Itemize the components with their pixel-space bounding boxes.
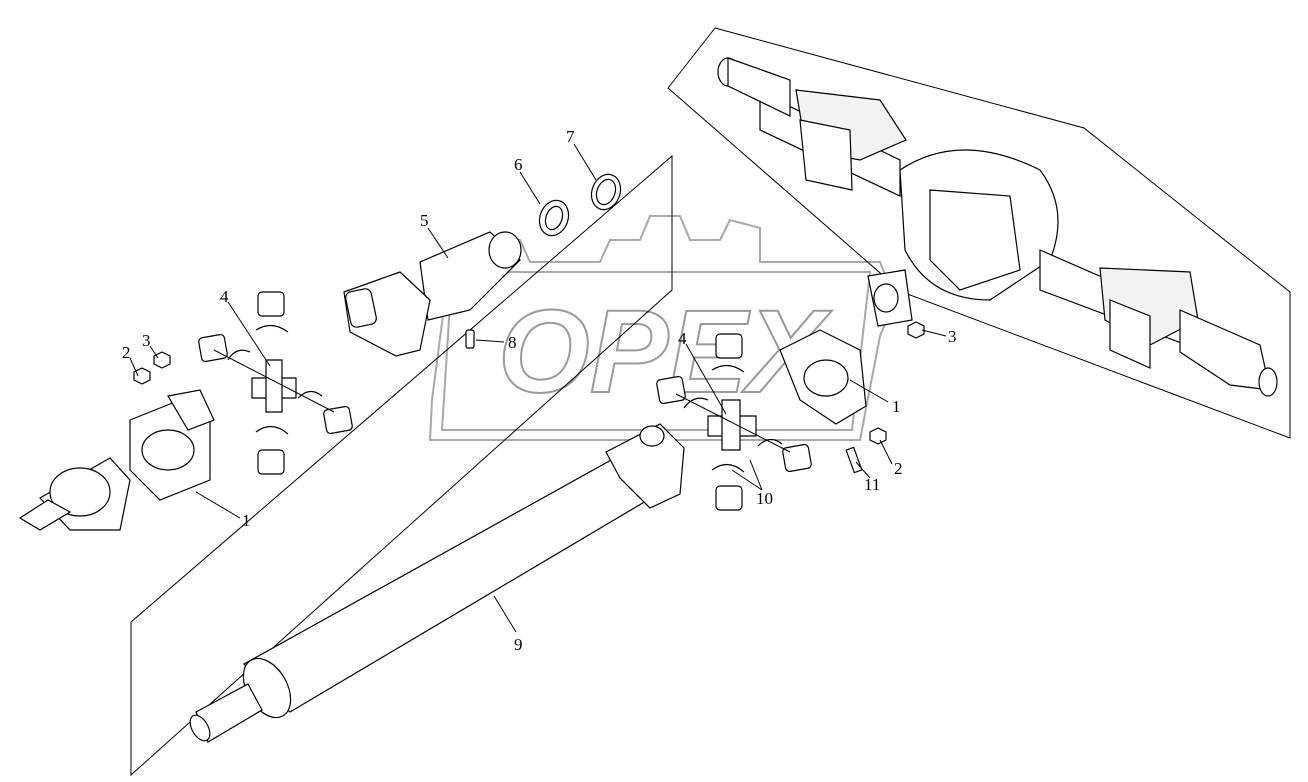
callout-8: 8	[508, 333, 517, 352]
universal-joint-left	[198, 291, 353, 475]
slip-yoke-tube	[343, 231, 522, 357]
rear-axle-housing	[717, 57, 1278, 397]
callout-11: 11	[864, 475, 880, 494]
leader-lines	[129, 143, 947, 633]
callout-3-right: 3	[948, 327, 957, 346]
callout-1-right: 1	[892, 397, 901, 416]
callout-7: 7	[566, 127, 575, 146]
fasteners-right	[845, 321, 925, 474]
callout-4-right: 4	[678, 329, 687, 348]
callout-5: 5	[420, 211, 429, 230]
callout-3-left: 3	[142, 331, 151, 350]
drive-shaft-reference-frame	[130, 154, 673, 777]
callout-10: 10	[756, 489, 773, 508]
watermark-logo: OPEX	[428, 215, 897, 441]
callout-1-left: 1	[242, 511, 251, 530]
callout-2-right: 2	[894, 459, 903, 478]
companion-flange-left	[18, 389, 215, 531]
axle-reference-frame	[667, 27, 1291, 439]
callout-4-left: 4	[220, 287, 229, 306]
propeller-shaft-tube	[189, 423, 685, 743]
grease-fitting	[465, 329, 475, 349]
callout-6: 6	[514, 155, 523, 174]
companion-flange-right	[779, 329, 867, 425]
callout-2-left: 2	[122, 343, 131, 362]
universal-joint-right	[656, 333, 812, 511]
fasteners-left	[133, 351, 171, 385]
callout-9: 9	[514, 635, 523, 654]
seal-rings	[538, 173, 622, 237]
callout-labels: 1 2 3 4 5 6 7 8 4 3 1 2 11 10 9	[122, 127, 957, 654]
